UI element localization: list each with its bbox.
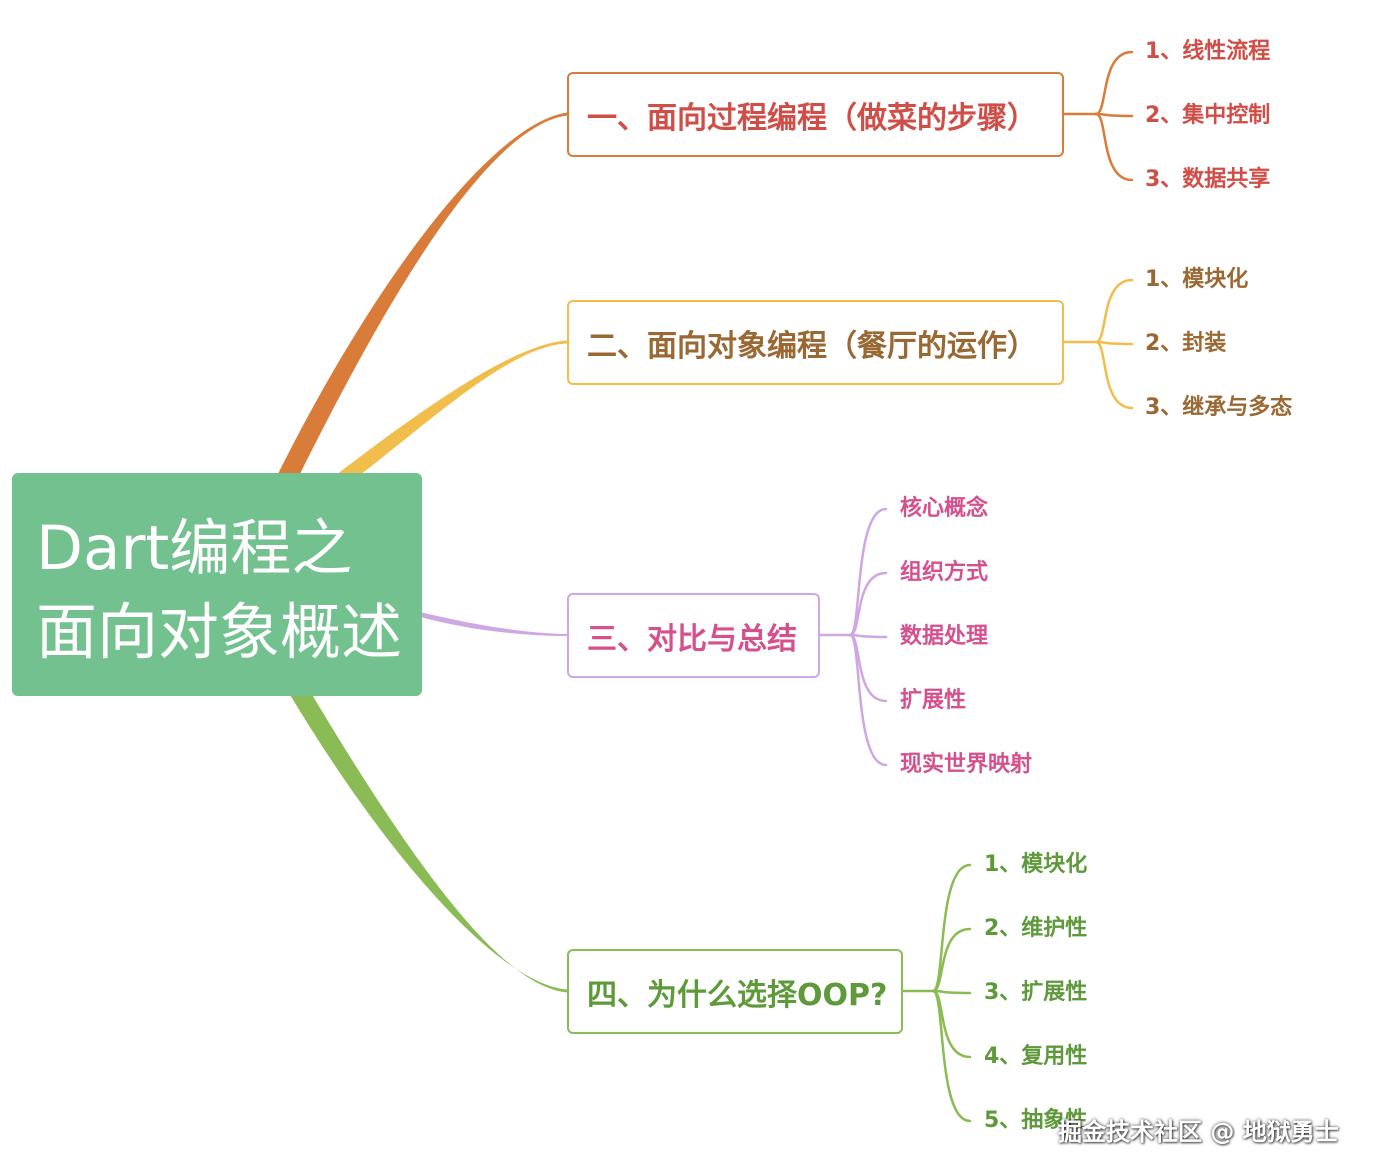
leaf-extensibility[interactable]: 扩展性 <box>900 688 967 713</box>
leaf-data-processing[interactable]: 数据处理 <box>900 624 989 649</box>
leaf-linear-flow[interactable]: 1、线性流程 <box>1145 39 1271 64</box>
leaf-modularity[interactable]: 1、模块化 <box>1145 267 1249 292</box>
leaf-modularity[interactable]: 1、模块化 <box>984 852 1088 877</box>
leaf-inheritance-polymorphism[interactable]: 3、继承与多态 <box>1145 395 1293 420</box>
why-oop-leaves-link-5 <box>931 989 972 1123</box>
leaf-core-concept[interactable]: 核心概念 <box>900 496 989 521</box>
oop-leaves-link-1 <box>1094 278 1134 344</box>
leaf-abstraction[interactable]: 5、抽象性 <box>984 1108 1088 1133</box>
root-links <box>276 112 567 993</box>
leaf-reusability[interactable]: 4、复用性 <box>984 1044 1088 1069</box>
branch-label: 四、为什么选择OOP? <box>587 977 888 1013</box>
leaf-data-sharing[interactable]: 3、数据共享 <box>1145 167 1271 192</box>
branch-label: 二、面向对象编程（餐厅的运作） <box>587 328 1037 364</box>
leaf-central-control[interactable]: 2、集中控制 <box>1145 103 1271 128</box>
leaf-organization[interactable]: 组织方式 <box>900 560 989 585</box>
procedural-leaves-link-2 <box>1094 112 1134 118</box>
procedural-leaves-link-3 <box>1094 112 1134 182</box>
comparison-leaves-link-2 <box>848 571 888 637</box>
comparison-leaves-link-3 <box>848 633 888 639</box>
branch-why-oop[interactable]: 四、为什么选择OOP? <box>567 949 903 1034</box>
oop-leaves-link-3 <box>1094 340 1134 410</box>
branch-label: 三、对比与总结 <box>587 621 797 657</box>
why-oop-leaves-link-2 <box>931 927 972 993</box>
oop-leaves-link-2 <box>1094 340 1134 346</box>
leaf-links <box>818 50 1134 1123</box>
root-link-procedural <box>276 112 567 478</box>
leaf-encapsulation[interactable]: 2、封装 <box>1145 331 1227 356</box>
branch-comparison-summary[interactable]: 三、对比与总结 <box>567 593 820 678</box>
why-oop-leaves-link-3 <box>931 989 972 995</box>
root-link-comparison <box>420 612 567 636</box>
root-title-line-1: Dart编程之 <box>36 513 353 584</box>
branch-label: 一、面向过程编程（做菜的步骤） <box>587 100 1037 136</box>
root-topic[interactable]: Dart编程之 面向对象概述 <box>12 473 422 696</box>
leaf-real-world-mapping[interactable]: 现实世界映射 <box>900 752 1033 777</box>
root-title-line-2: 面向对象概述 <box>36 597 403 668</box>
comparison-leaves-link-1 <box>848 507 888 637</box>
comparison-leaves-link-5 <box>848 633 888 767</box>
root-link-why-oop <box>289 693 567 993</box>
watermark: 掘金技术社区 @ 地狱勇士 <box>1058 1118 1339 1146</box>
why-oop-leaves-link-1 <box>931 863 972 993</box>
root-link-oop <box>332 340 567 478</box>
branch-procedural-programming[interactable]: 一、面向过程编程（做菜的步骤） <box>567 72 1064 157</box>
procedural-leaves-link-1 <box>1094 50 1134 116</box>
leaf-extensibility[interactable]: 3、扩展性 <box>984 980 1088 1005</box>
branch-object-oriented-programming[interactable]: 二、面向对象编程（餐厅的运作） <box>567 300 1064 385</box>
leaf-maintainability[interactable]: 2、维护性 <box>984 916 1088 941</box>
